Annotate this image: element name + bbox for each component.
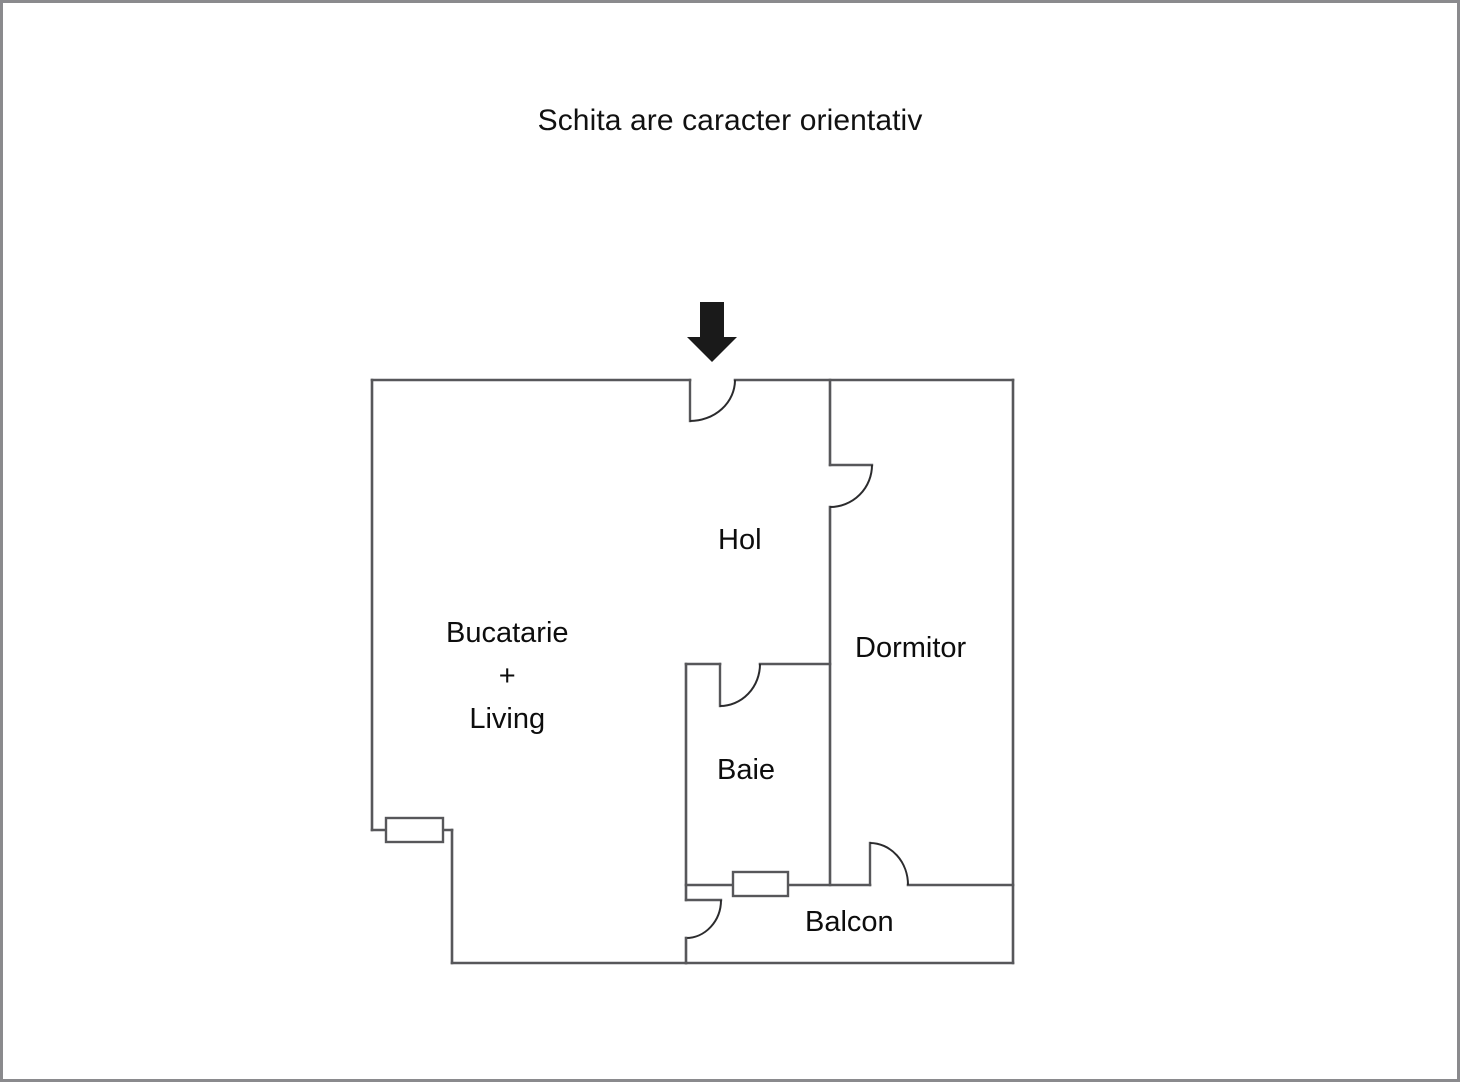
dormitor-door-swing-arc [829, 464, 873, 508]
entrance-arrow-icon [687, 302, 737, 362]
room-label-line-3: Living [469, 702, 546, 735]
room-label-hol: Hol [718, 524, 762, 556]
living-door-swing-arc [685, 899, 722, 939]
baie-door [718, 662, 761, 708]
living-door [684, 898, 723, 965]
entrance-door [688, 378, 736, 423]
room-label-dormitor: Dormitor [855, 632, 967, 664]
baie-door-swing-arc [719, 663, 761, 707]
room-label-baie: Baie [717, 754, 776, 786]
balcon-door-swing-arc [869, 842, 909, 886]
entrance-door-swing-arc [689, 379, 736, 422]
room-label-line-1: Bucatarie [446, 617, 569, 649]
dormitor-door [828, 463, 874, 508]
page-title: Schita are caracter orientativ [537, 104, 923, 137]
room-label-bucatarie-living: Bucatarie + Living [446, 612, 569, 741]
balcon-door [868, 841, 909, 887]
living-window [384, 816, 445, 844]
room-label-balcon: Balcon [805, 906, 894, 938]
room-label-line-2: + [498, 659, 516, 692]
baie-window [731, 870, 790, 898]
